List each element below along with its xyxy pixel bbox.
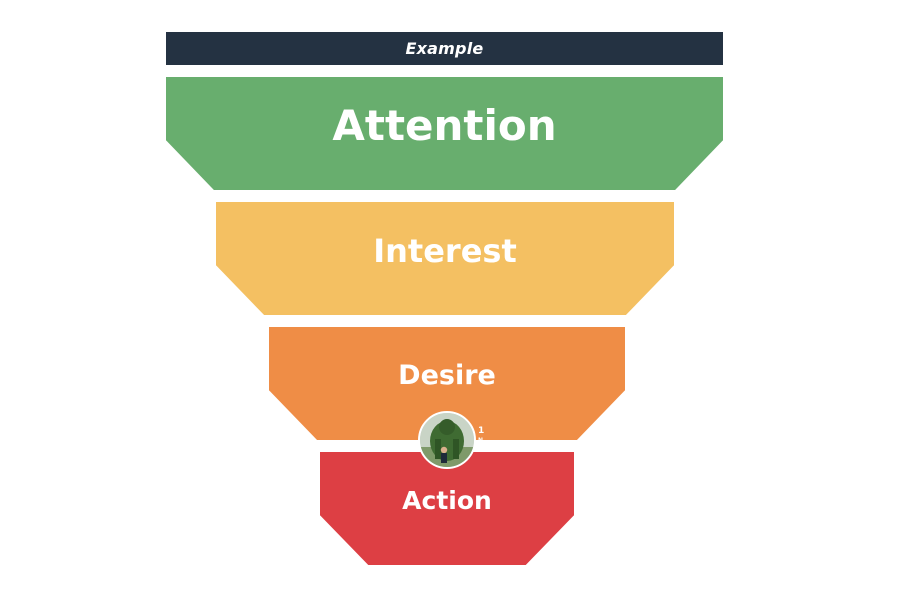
banner-label: Example [405,39,484,58]
title-banner: Example [166,32,723,65]
funnel-stage-interest: Interest [216,202,674,315]
avatar-overlay-text: 1 N [478,426,484,446]
avatar-image [420,413,474,467]
funnel-stage-label: Desire [398,360,496,391]
user-avatar-icon[interactable] [418,411,476,469]
funnel-stage-label: Action [402,486,492,515]
avatar-overlay-letter: N [478,437,484,444]
funnel-stage-action: Action [320,452,574,565]
funnel-stage-label: Attention [332,101,557,150]
funnel-stage-attention: Attention [166,77,723,190]
avatar-overlay-number: 1 [478,426,485,436]
funnel-stage-label: Interest [373,231,517,270]
